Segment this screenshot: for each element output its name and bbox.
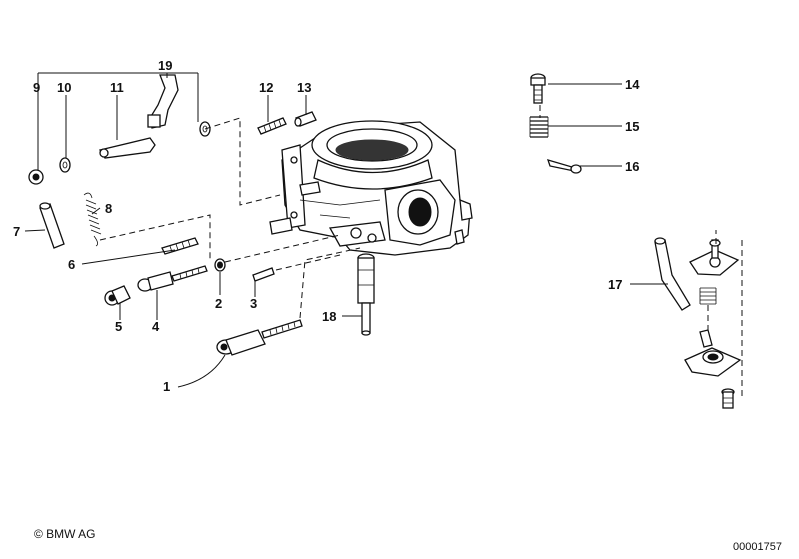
- callout-17: 17: [608, 277, 622, 292]
- callout-2: 2: [215, 296, 222, 311]
- callout-15: 15: [625, 119, 639, 134]
- callout-10: 10: [57, 80, 71, 95]
- callout-3: 3: [250, 296, 257, 311]
- part-4-idle-screw: [137, 265, 208, 292]
- part-11-lever-arm: [98, 137, 156, 159]
- part-5-cap: [104, 285, 131, 306]
- part-13-sleeve: [294, 111, 317, 127]
- part-18-jet-holder: [357, 253, 375, 336]
- part-15-spring: [529, 116, 549, 138]
- part-2-o-ring: [214, 258, 226, 272]
- part-17-hose-assembly: [654, 237, 742, 409]
- callout-19: 19: [158, 58, 172, 73]
- part-10-washer: [59, 157, 71, 173]
- part-1-mixture-screw: [216, 319, 303, 356]
- carburetor-body: [269, 120, 473, 256]
- part-8-spring: [83, 192, 102, 247]
- callout-14: 14: [625, 77, 640, 92]
- part-9-nut: [28, 169, 44, 185]
- document-number: 00001757: [733, 541, 782, 553]
- leader-lines: [24, 72, 668, 388]
- callout-7: 7: [13, 224, 20, 239]
- part-19-throttle-lever: [147, 74, 179, 129]
- copyright-label: © BMW AG: [34, 527, 96, 541]
- part-14-screw: [530, 73, 546, 104]
- part-16-cotter-pin: [546, 159, 582, 174]
- callout-1: 1: [163, 379, 170, 394]
- callout-11: 11: [110, 80, 124, 95]
- part-3-small-pin: [252, 267, 275, 282]
- callout-5: 5: [115, 319, 122, 334]
- callout-16: 16: [625, 159, 639, 174]
- callout-18: 18: [322, 309, 336, 324]
- part-7-pin: [39, 202, 65, 249]
- callout-8: 8: [105, 201, 112, 216]
- callout-13: 13: [297, 80, 311, 95]
- callout-12: 12: [259, 80, 273, 95]
- part-12-stud: [257, 117, 287, 135]
- callout-6: 6: [68, 257, 75, 272]
- callouts: 1 2 3 4 5 6 7 8 9 10 11 12 13 14 15 16 1…: [13, 58, 640, 394]
- callout-4: 4: [152, 319, 160, 334]
- callout-9: 9: [33, 80, 40, 95]
- assembly-lines: [99, 105, 743, 400]
